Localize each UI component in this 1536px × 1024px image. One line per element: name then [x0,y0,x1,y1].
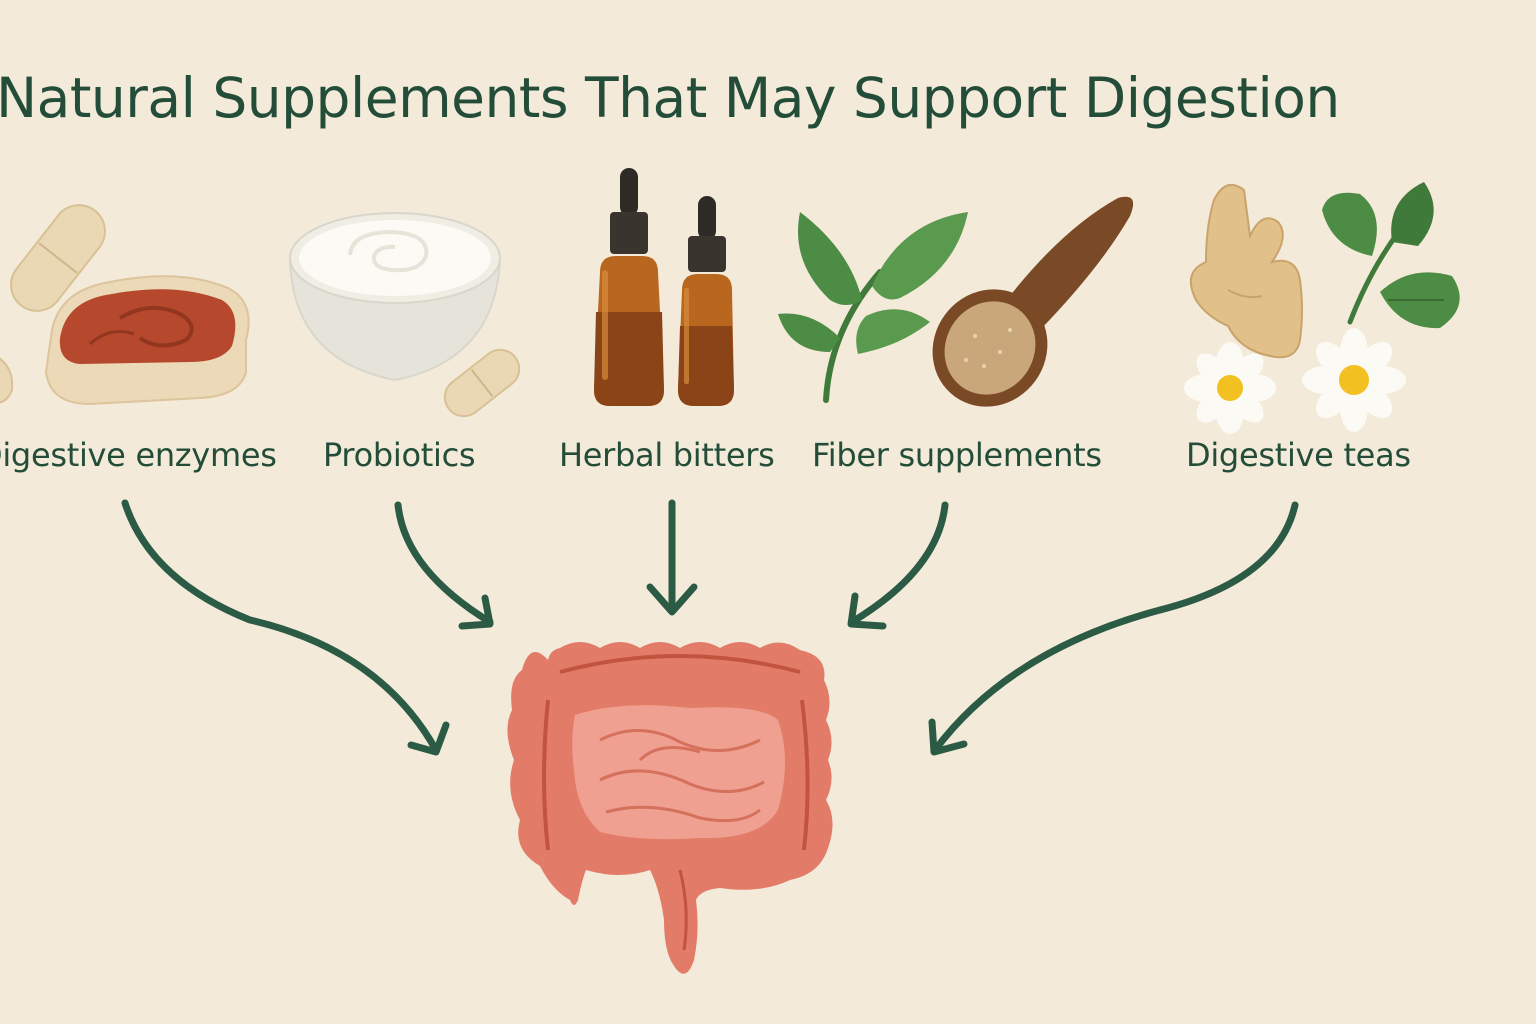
label-fiber-supplements: Fiber supplements [812,436,1102,474]
dropper-bottles-icon [594,168,734,406]
arrow-fiber-supplements [847,501,949,630]
arrow-digestive-teas [928,501,1299,756]
arrow-digestive-enzymes [121,499,450,756]
yogurt-bowl-icon [288,212,521,418]
chamomile-flower-icon [1184,342,1276,434]
label-digestive-teas: Digestive teas [1186,436,1411,474]
chamomile-flower-icon [1302,328,1406,432]
label-probiotics: Probiotics [323,436,476,474]
arrow-herbal-bitters [646,499,698,616]
leaves-and-spoon-icon [778,196,1134,407]
ginger-mint-chamomile-icon [1184,182,1460,434]
arrow-probiotics [394,501,494,630]
label-digestive-enzymes: Digestive enzymes [0,436,277,474]
enzyme-capsules-meat-icon [0,204,250,406]
intestines-icon [507,642,833,974]
page-title: Natural Supplements That May Support Dig… [0,66,1340,130]
label-herbal-bitters: Herbal bitters [559,436,775,474]
